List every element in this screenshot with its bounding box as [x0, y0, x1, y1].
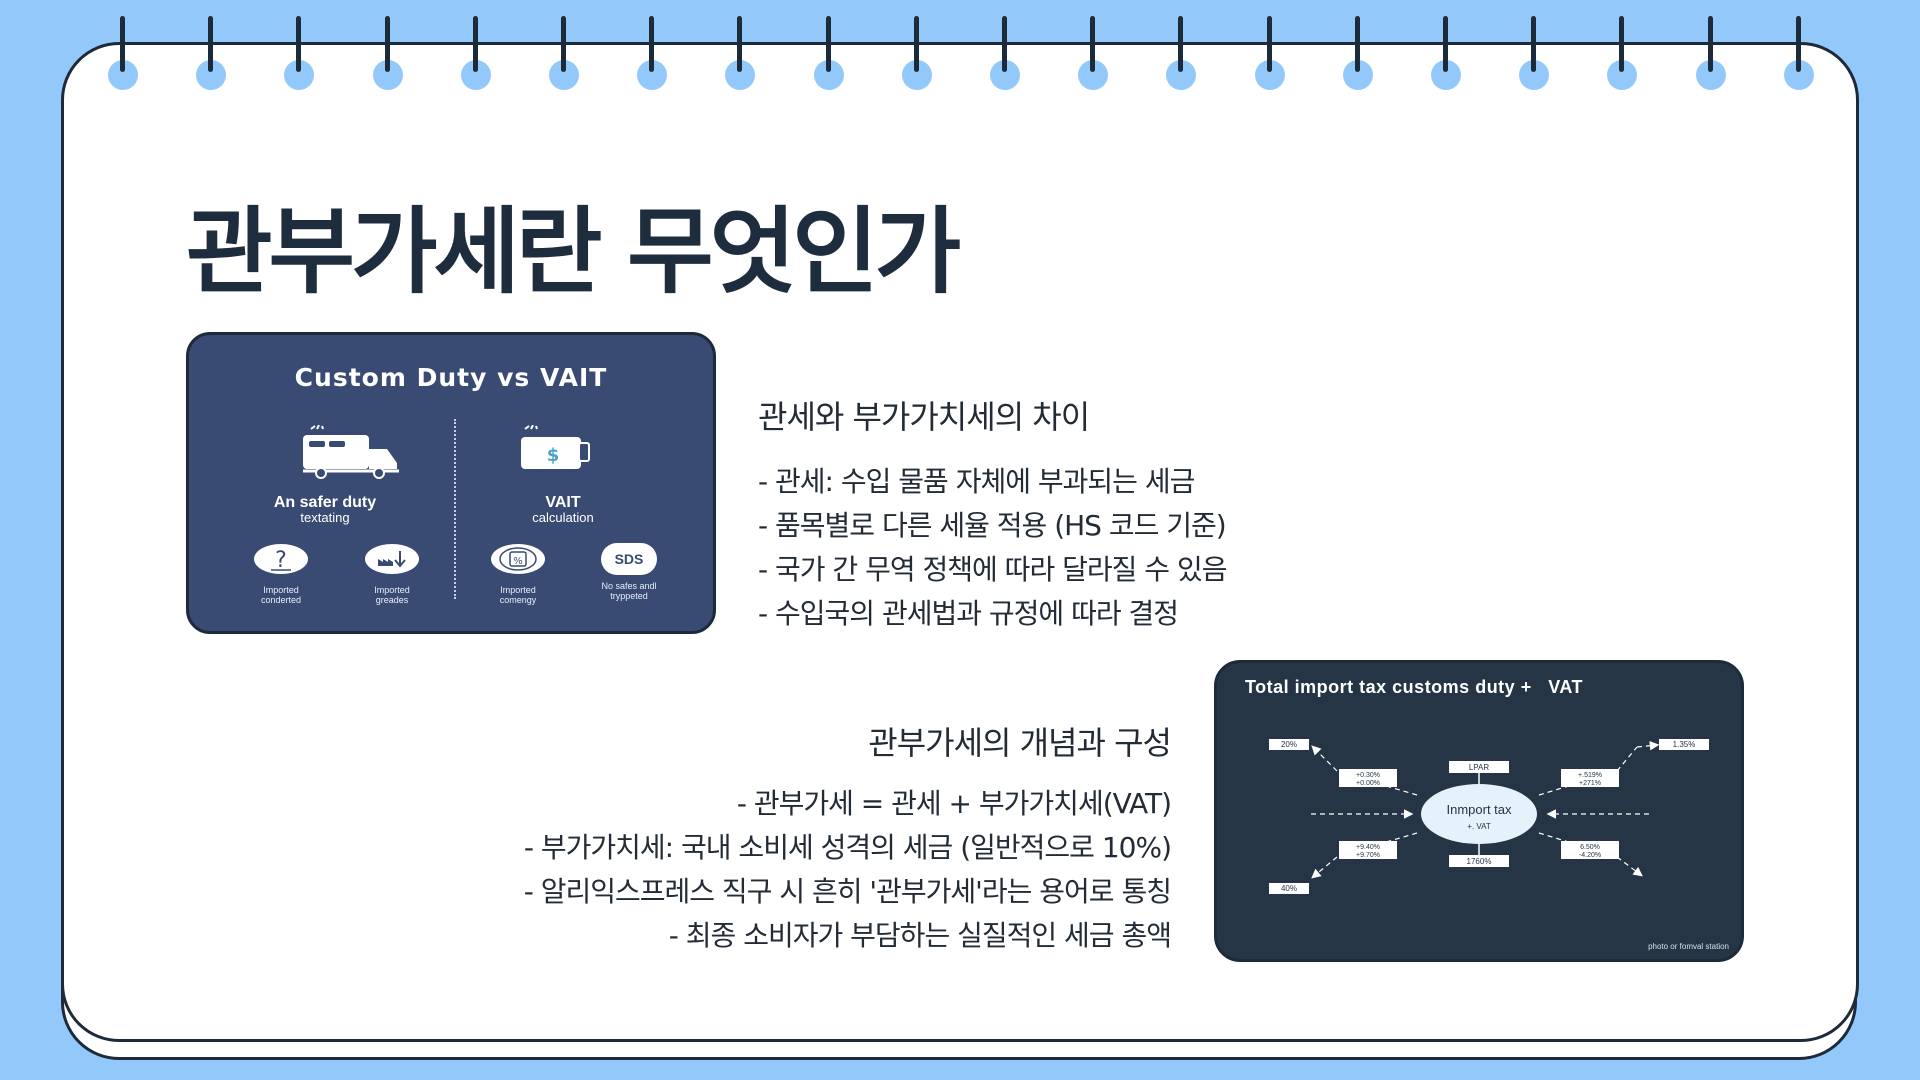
- card2-title: Total import tax customs duty + VAT: [1245, 677, 1584, 697]
- customs-duty-sub: textating: [300, 510, 350, 525]
- wallet-dollar-icon: $: [521, 425, 590, 469]
- binding-ring: [901, 0, 932, 90]
- section1-heading: 관세와 부가가치세의 차이: [758, 398, 1090, 436]
- icon-label-line2: comengy: [499, 595, 537, 605]
- outer-tr-label: 1.35%: [1673, 740, 1696, 749]
- binding-ring: [637, 0, 668, 90]
- icon-label-line1: Imported: [500, 585, 536, 595]
- imported-comengy-item: % Imported comengy: [468, 543, 568, 605]
- binding-ring: [1166, 0, 1197, 90]
- section1-bullet: - 국가 간 무역 정책에 따라 달라질 수 있음: [758, 553, 1227, 586]
- center-label: Inmport tax: [1446, 802, 1512, 817]
- outer-bl-label: 40%: [1281, 884, 1297, 893]
- section2-bullet: - 알리익스프레스 직구 시 흔히 '관부가세'라는 용어로 통칭: [523, 875, 1172, 908]
- custom-duty-vs-vat-card: Custom Duty vs VAIT $ An safer duty text…: [186, 332, 716, 634]
- binding-ring: [196, 0, 227, 90]
- percent-icon: %: [491, 544, 545, 574]
- icon-label-line1: Imported: [374, 585, 410, 595]
- center-sub-label: +. VAT: [1467, 822, 1491, 831]
- binding-ring: [1695, 0, 1726, 90]
- sds-badge: SDS: [601, 543, 657, 575]
- imported-conderted-item: ? Imported conderted: [231, 543, 331, 605]
- icon-label-line2: tryppeted: [610, 591, 648, 601]
- binding-ring: [1607, 0, 1638, 90]
- binding-ring: [372, 0, 403, 90]
- question-icon: ?: [254, 544, 308, 574]
- binding-ring: [725, 0, 756, 90]
- binding-ring: [1431, 0, 1461, 90]
- svg-text:$: $: [547, 445, 560, 466]
- inner-tl-label1: +0.30%: [1356, 772, 1380, 779]
- icon-label-line1: No safes andl: [601, 581, 657, 591]
- section2-bullet: - 최종 소비자가 부담하는 실질적인 세금 총액: [668, 919, 1172, 952]
- section1-bullet: - 수입국의 관세법과 규정에 따라 결정: [758, 597, 1179, 630]
- inner-br-label2: -4.20%: [1579, 852, 1601, 859]
- outer-tl-label: 20%: [1281, 740, 1297, 749]
- binding-ring: [1519, 0, 1550, 90]
- factory-down-icon: [365, 544, 419, 574]
- binding-ring: [1783, 0, 1814, 90]
- spiral-binding: [0, 0, 1920, 100]
- inner-tr-label2: +271%: [1579, 780, 1601, 787]
- inner-tl-label2: +0.00%: [1356, 780, 1380, 787]
- customs-duty-heading: An safer duty: [273, 494, 377, 511]
- import-tax-diagram: Inmport tax +. VAT LPAR 1760% 20% 1.35% …: [1269, 739, 1709, 894]
- section1-bullet: - 관세: 수입 물품 자체에 부과되는 세금: [758, 465, 1195, 498]
- icon-label-line2: conderted: [260, 595, 302, 605]
- binding-ring: [1254, 0, 1285, 90]
- section2-heading: 관부가세의 개념과 구성: [868, 724, 1172, 762]
- vat-column-head: VAIT calculation: [463, 494, 663, 525]
- binding-ring: [990, 0, 1020, 90]
- section2-bullet: - 관부가세 = 관세 + 부가가치세(VAT): [736, 787, 1172, 820]
- binding-ring: [284, 0, 315, 90]
- vat-heading: VAIT: [545, 494, 581, 511]
- inner-tr-label1: +.519%: [1578, 772, 1602, 779]
- concept-section: 관부가세의 개념과 구성 - 관부가세 = 관세 + 부가가치세(VAT) - …: [523, 718, 1172, 958]
- svg-text:?: ?: [275, 548, 287, 573]
- lpar-label: LPAR: [1469, 763, 1490, 772]
- duty-vs-vat-section: 관세와 부가가치세의 차이 - 관세: 수입 물품 자체에 부과되는 세금 - …: [758, 392, 1227, 636]
- imported-greades-item: Imported greades: [342, 543, 442, 605]
- binding-ring: [1078, 0, 1109, 90]
- card2-caption: photo or fomval station: [1648, 942, 1729, 951]
- binding-ring: [108, 0, 138, 90]
- truck-icon: [303, 425, 399, 479]
- vat-sub: calculation: [532, 510, 594, 525]
- card1-title: Custom Duty vs VAIT: [294, 363, 608, 392]
- binding-ring: [460, 0, 491, 90]
- binding-ring: [1342, 0, 1373, 90]
- icon-label-line1: Imported: [263, 585, 299, 595]
- icon-label-line2: greades: [375, 595, 409, 605]
- binding-ring: [549, 0, 579, 90]
- binding-ring: [813, 0, 844, 90]
- inner-bl-label1: +9.40%: [1356, 844, 1380, 851]
- percent-1760-label: 1760%: [1467, 857, 1492, 866]
- svg-text:%: %: [513, 556, 523, 567]
- customs-duty-column-head: An safer duty textating: [225, 494, 425, 525]
- page-title: 관부가세란 무엇인가: [186, 198, 961, 307]
- section1-bullet: - 품목별로 다른 세율 적용 (HS 코드 기준): [758, 509, 1227, 542]
- inner-br-label1: 6.50%: [1580, 844, 1600, 851]
- inner-bl-label2: +9.70%: [1356, 852, 1380, 859]
- card1-divider: [454, 419, 456, 599]
- no-safes-item: SDS No safes andl tryppeted: [579, 543, 679, 601]
- section2-bullet: - 부가가치세: 국내 소비세 성격의 세금 (일반적으로 10%): [523, 831, 1172, 864]
- import-tax-diagram-card: Total import tax customs duty + VAT: [1214, 660, 1744, 962]
